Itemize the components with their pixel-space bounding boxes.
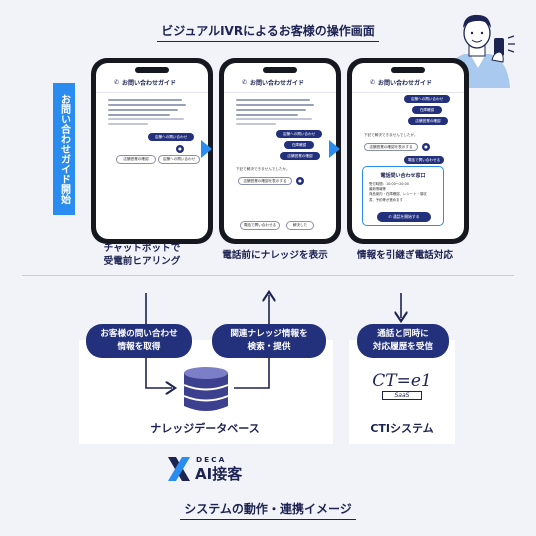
deca-x-icon xyxy=(168,457,190,481)
chat-chip[interactable]: 店舗への問い合わせ xyxy=(148,133,194,141)
option-button[interactable]: 店舗営業の確認 xyxy=(116,155,156,164)
phone-screen-step3: ✆ お問い合わせガイド 店舗への問い合わせ 在庫確認 店舗営業の確認 下記で解決… xyxy=(347,58,469,244)
cti-system-label: CTIシステム xyxy=(370,422,434,435)
cti-logo: CT=e1 SaaS xyxy=(372,371,432,400)
knowledge-db-label: ナレッジデータベース xyxy=(150,422,260,435)
phone-icon: ✆ xyxy=(114,79,120,86)
phone-screen-step1: ✆ お問い合わせガイド 店舗への問い合わせ ● 店舗営業の確認 店舗への問い合わ… xyxy=(91,58,213,244)
caption-step1: チャットボットで 受電前ヒアリング xyxy=(103,243,181,267)
resolved-button[interactable]: 解決した xyxy=(286,221,314,230)
footer-title: システムの動作・連携イメージ xyxy=(0,500,536,520)
phone-icon: ✆ xyxy=(242,79,248,86)
deca-ai-logo: DECA AI接客 xyxy=(167,454,262,484)
question-text: 下記で解決できませんでしたか。 xyxy=(364,133,418,137)
tag-customer-info: お客様の問い合わせ 情報を取得 xyxy=(86,324,192,358)
caption-step2: 電話前にナレッジを表示 xyxy=(222,250,328,261)
chat-chip[interactable]: 店舗への問い合わせ xyxy=(276,130,322,138)
chat-chip[interactable]: 店舗営業の確認 xyxy=(408,117,448,125)
page-title: ビジュアルIVRによるお客様の操作画面 xyxy=(0,22,536,42)
selected-call-chip[interactable]: 電話で問い合わせる xyxy=(404,156,444,164)
answer-chip[interactable]: 店舗営業の確認を表示する xyxy=(238,177,292,185)
chat-guide-header: ✆ お問い合わせガイド xyxy=(352,78,464,93)
bot-message xyxy=(108,99,186,119)
chat-chip[interactable]: 在庫確認 xyxy=(284,141,314,149)
phone-screen-step2: ✆ お問い合わせガイド 店舗への問い合わせ 在庫確認 店舗営業の確認 下記で解決… xyxy=(219,58,341,244)
phone-icon: ✆ xyxy=(370,79,376,86)
step-arrow xyxy=(329,140,340,158)
start-guide-banner: お問い合わせガイド開始 xyxy=(53,83,75,215)
chat-chip[interactable]: 店舗への問い合わせ xyxy=(404,95,450,103)
answer-chip[interactable]: ● xyxy=(422,143,430,151)
bot-message xyxy=(108,118,186,128)
start-call-button[interactable]: ✆ 通話を開始する xyxy=(377,212,431,222)
caption-step3: 情報を引継ぎ電話対応 xyxy=(357,250,453,261)
bot-message xyxy=(236,99,314,119)
option-button[interactable]: 店舗への問い合わせ xyxy=(158,155,200,164)
answer-chip[interactable]: ● xyxy=(296,177,304,185)
step-arrow xyxy=(201,140,212,158)
tag-knowledge-search: 関連ナレッジ情報を 検索・提供 xyxy=(212,324,326,358)
chat-chip[interactable]: 在庫確認 xyxy=(412,106,442,114)
tag-cti-history: 通話と同時に 対応履歴を受信 xyxy=(357,324,449,358)
chat-guide-header: ✆ お問い合わせガイド xyxy=(224,78,336,93)
question-text: 下記で解決できませんでしたか。 xyxy=(236,167,290,171)
section-divider xyxy=(22,275,514,276)
chat-chip[interactable]: ● xyxy=(176,145,184,153)
phone-icon: ✆ xyxy=(388,214,393,219)
call-inquiry-button[interactable]: 電話で問い合わせる xyxy=(240,221,280,230)
bot-message xyxy=(236,118,314,128)
chat-chip[interactable]: 店舗営業の確認 xyxy=(280,152,320,160)
call-window-card: 電話問い合わせ窓口 受付時間：10:00〜20:00 最新情報等 商品案内・在庫… xyxy=(362,166,444,226)
chat-guide-header: ✆ お問い合わせガイド xyxy=(96,78,208,93)
answer-chip[interactable]: 店舗営業の確認を表示する xyxy=(364,143,418,151)
database-icon xyxy=(183,367,229,411)
